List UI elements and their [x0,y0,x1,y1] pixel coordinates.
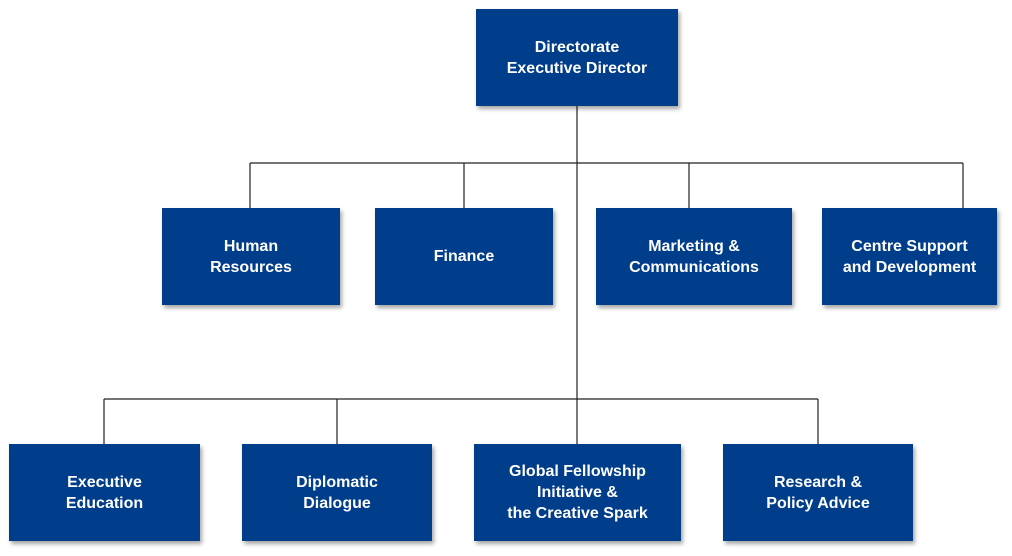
box-diplomatic-dialogue-label: Diplomatic Dialogue [296,473,378,512]
box-human-resources: Human Resources [162,208,340,305]
box-research-policy-label: Research & Policy Advice [766,473,870,512]
box-centre-support-label: Centre Support and Development [842,237,977,276]
box-marketing-communications: Marketing & Communications [596,208,792,305]
box-directorate-label: Directorate Executive Director [506,38,648,77]
box-global-fellowship-label: Global Fellowship Initiative & the Creat… [507,463,648,522]
box-executive-education-label: Executive Education [65,473,144,512]
box-human-resources-label: Human Resources [210,237,292,276]
box-global-fellowship: Global Fellowship Initiative & the Creat… [474,444,681,541]
box-directorate: Directorate Executive Director [476,9,678,106]
box-research-policy: Research & Policy Advice [723,444,913,541]
box-marketing-communications-label: Marketing & Communications [629,237,759,276]
box-finance-label: Finance [433,248,495,265]
box-finance: Finance [375,208,553,305]
box-centre-support: Centre Support and Development [822,208,997,305]
box-executive-education: Executive Education [9,444,200,541]
box-diplomatic-dialogue: Diplomatic Dialogue [242,444,432,541]
